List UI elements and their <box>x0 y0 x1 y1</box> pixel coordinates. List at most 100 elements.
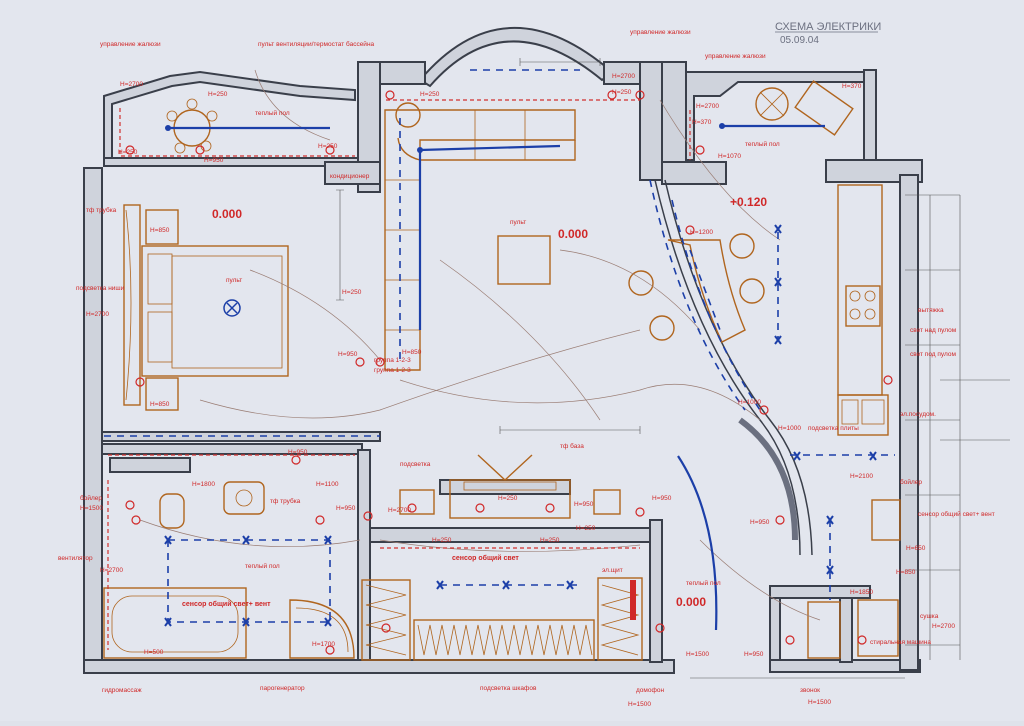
height-mark: H=250 <box>118 149 138 156</box>
height-mark: H=650 <box>906 545 926 552</box>
label-sensor-hall: сенсор общий свет <box>452 554 519 562</box>
lamp-x <box>826 515 834 525</box>
label-tv-tube-bath: тф трубка <box>270 497 301 505</box>
label-group2: группа 1-2-3 <box>374 367 411 374</box>
height-mark: H=250 <box>208 91 228 98</box>
label-light-top: свет над пулом <box>910 327 957 334</box>
label-washing: стиральная машина <box>870 639 931 646</box>
lamp-x <box>242 617 250 627</box>
height-mark: H=850 <box>150 401 170 408</box>
label-group1: группа 1-2-3 <box>374 357 411 364</box>
height-mark: H=250 <box>318 143 338 150</box>
label-tv-tube: тф трубка <box>86 206 117 214</box>
height-mark: H=2100 <box>850 473 873 480</box>
lamp-x <box>774 277 782 287</box>
level-bedroom: 0.000 <box>212 207 242 221</box>
height-mark: H=370 <box>842 83 862 90</box>
label-hood: вытяжка <box>918 307 944 314</box>
height-mark: H=250 <box>540 537 560 544</box>
lamp-points <box>164 123 877 627</box>
label-plate-light: подсветка плиты <box>808 425 859 432</box>
height-mark: H=2700 <box>932 623 955 630</box>
height-mark: H=2700 <box>612 73 635 80</box>
height-mark: H=250 <box>432 537 452 544</box>
lamp-x <box>164 535 172 545</box>
lighting-wires <box>104 69 895 631</box>
height-mark: H=1500 <box>80 505 103 512</box>
label-intercom: домофон <box>636 687 664 694</box>
height-mark: H=2700 <box>120 81 143 88</box>
label-niche-lighting: пульт вентиляции/термостат бассейна <box>258 40 375 48</box>
label-ventilator: вентилятор <box>58 555 93 562</box>
height-mark: H=250 <box>342 289 362 296</box>
label-light-under: свет под пулом <box>910 351 957 358</box>
lamp-x <box>324 617 332 627</box>
height-mark: H=950 <box>288 449 308 456</box>
walls <box>83 27 923 674</box>
room-levels: 0.000 0.000 +0.120 0.000 <box>212 195 767 609</box>
title-block: СХЕМА ЭЛЕКТРИКИ 05.09.04 <box>775 21 881 46</box>
socket-symbols <box>125 90 893 655</box>
dimension-lines <box>336 58 1010 679</box>
height-mark: H=1500 <box>808 699 831 706</box>
height-mark: H=1850 <box>850 589 873 596</box>
lamp-x <box>324 535 332 545</box>
label-dishwasher: эл.посудом. <box>900 411 936 418</box>
height-mark: H=950 <box>750 519 770 526</box>
lamp-x <box>774 224 782 234</box>
height-mark: H=250 <box>576 525 596 532</box>
lamp-x <box>164 617 172 627</box>
height-mark: H=1200 <box>690 229 713 236</box>
label-niche-light2: подсветка <box>400 461 431 468</box>
height-mark: H=1000 <box>738 399 761 406</box>
lamp-x <box>436 580 444 590</box>
height-mark: H=850 <box>896 569 916 576</box>
level-kitchen: +0.120 <box>730 195 767 209</box>
label-shield: эл.щит <box>602 567 623 574</box>
label-blinds-top: управление жалюзи <box>630 29 691 36</box>
label-blinds-tr: управление жалюзи <box>705 53 766 60</box>
lamp-x <box>242 535 250 545</box>
lamp-x <box>793 451 801 461</box>
height-mark: H=2700 <box>388 507 411 514</box>
curved-partition <box>654 179 801 556</box>
lamp-x <box>223 299 241 317</box>
height-mark: H=250 <box>420 91 440 98</box>
height-mark: H=850 <box>402 349 422 356</box>
height-mark: H=1800 <box>192 481 215 488</box>
lamp-x <box>566 580 574 590</box>
height-mark: H=1100 <box>316 481 339 488</box>
height-mark: H=950 <box>652 495 672 502</box>
lamp-x <box>826 565 834 575</box>
curved-partition-inner <box>664 179 813 556</box>
label-remote-bed: пульт <box>226 277 242 284</box>
height-mark: H=1700 <box>312 641 335 648</box>
height-mark: H=1000 <box>778 425 801 432</box>
level-hall: 0.000 <box>676 595 706 609</box>
height-mark: H=1500 <box>628 701 651 708</box>
label-hydromassage: гидромассаж <box>102 687 142 694</box>
label-warm-floor-balcony: теплый пол <box>745 140 780 148</box>
level-living: 0.000 <box>558 227 588 241</box>
label-sensor-wc: сенсор общий свет+ вент <box>918 510 995 518</box>
label-tv-base: тф база <box>560 442 584 450</box>
height-mark: H=850 <box>150 227 170 234</box>
furniture <box>103 80 901 661</box>
height-mark: H=950 <box>336 505 356 512</box>
label-niche-light: подсветка ниши <box>76 285 125 292</box>
drawing-title: СХЕМА ЭЛЕКТРИКИ <box>775 21 881 33</box>
label-warm-floor-hall: теплый пол <box>686 579 721 587</box>
drawing-date: 05.09.04 <box>780 35 819 46</box>
height-mark: H=1500 <box>686 651 709 658</box>
label-remote-living: пульт <box>510 219 526 226</box>
height-mark: H=2700 <box>86 311 109 318</box>
height-mark: H=950 <box>574 501 594 508</box>
label-steamgen: парогенератор <box>260 685 305 692</box>
height-mark: H=370 <box>692 119 712 126</box>
lamp-x <box>502 580 510 590</box>
label-boiler-left: бойлер <box>80 494 102 502</box>
lamp-x <box>869 451 877 461</box>
curved-wall <box>738 417 798 541</box>
